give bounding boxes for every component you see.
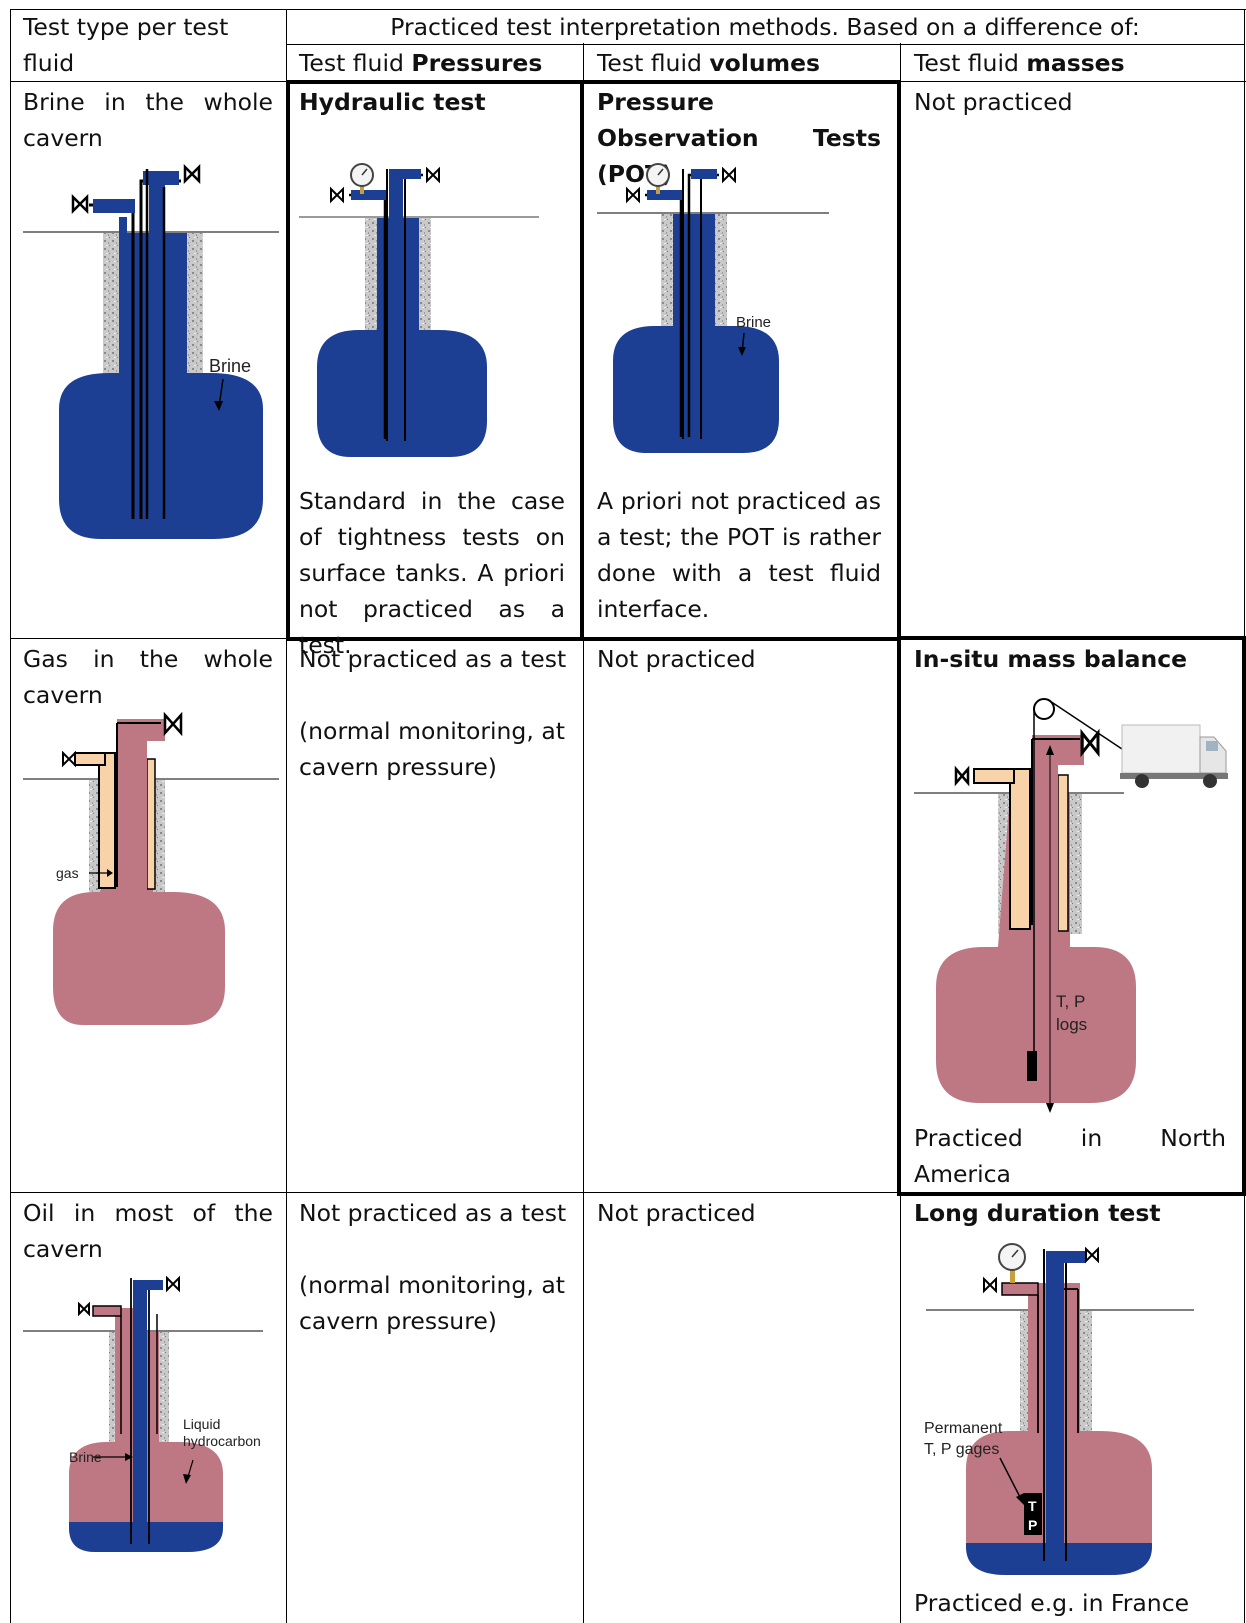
hydraulic-test-diagram [299,163,539,457]
header-methods-title: Practiced test interpretation methods. B… [390,13,1140,41]
header-col-pressures: Test fluid Pressures [299,49,543,77]
header-row-label: Test type per test fluid [23,13,229,77]
gas-volumes-text: Not practiced [597,645,756,673]
pot-note: A priori not practiced as a test; the PO… [597,487,881,623]
oil-liquid-label-2: hydrocarbon [183,1433,261,1449]
pot-diagram: Brine [597,163,829,453]
test-methods-table: Test type per test fluid Practiced test … [10,9,1246,1623]
row-oil-label: Oil in most of the cavern [23,1199,273,1263]
oil-volumes-text: Not practiced [597,1199,756,1227]
hydraulic-test-note: Standard in the case of tightness tests … [299,487,565,659]
in-situ-note: Practiced in North America [914,1124,1226,1188]
oil-liquid-label-1: Liquid [183,1416,220,1432]
brine-label: Brine [209,356,251,376]
in-situ-label-1: T, P [1056,992,1085,1011]
gages-label-2: T, P gages [924,1441,999,1458]
gauge-letter-p: P [1028,1517,1037,1533]
in-situ-mass-balance-diagram: T, P logs [914,698,1228,1113]
gas-pressures-text: Not practiced as a test [299,645,567,673]
oil-cavern-diagram: Brine Liquid hydrocarbon [23,1275,263,1552]
gas-pressures-note: (normal monitoring, at cavern pressure) [299,717,565,781]
truck-icon [1120,724,1228,788]
hydraulic-test-title: Hydraulic test [299,88,486,116]
brine-masses-text: Not practiced [914,88,1073,116]
long-duration-title: Long duration test [914,1199,1161,1227]
in-situ-label-2: logs [1056,1015,1087,1034]
header-col-volumes: Test fluid volumes [597,49,821,77]
long-duration-diagram: T P Permanent T, P gages [924,1243,1194,1575]
row-brine-label: Brine in the whole cavern [23,88,273,152]
oil-pressures-note: (normal monitoring, at cavern pressure) [299,1271,565,1335]
row-gas-label: Gas in the whole cavern [23,645,273,709]
oil-pressures-text: Not practiced as a test [299,1199,567,1227]
gas-cavern-diagram: gas [23,711,279,1025]
oil-brine-label: Brine [69,1449,102,1465]
brine-cavern-diagram: Brine [23,163,279,539]
long-duration-note: Practiced e.g. in France [914,1589,1190,1617]
gages-label-1: Permanent [924,1420,1003,1437]
gauge-letter-t: T [1028,1498,1037,1514]
header-col-masses: Test fluid masses [914,49,1125,77]
gas-label: gas [56,865,79,881]
in-situ-title: In-situ mass balance [914,645,1188,673]
pot-brine-label: Brine [736,314,771,331]
